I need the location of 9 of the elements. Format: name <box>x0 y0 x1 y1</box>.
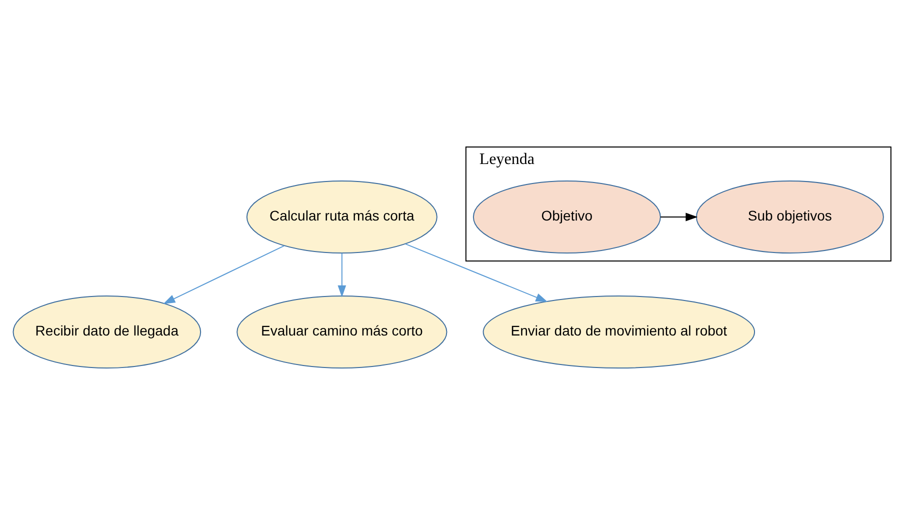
node-ellipse: Enviar dato de movimiento al robot <box>482 295 756 368</box>
node-ellipse: Evaluar camino más corto <box>236 295 448 368</box>
node-ellipse: Objetivo <box>472 180 661 253</box>
arrow <box>338 252 346 297</box>
node-ellipse: Calcular ruta más corta <box>246 180 438 253</box>
arrow <box>404 242 548 302</box>
arrow <box>163 244 285 304</box>
node-ellipse: Sub objetivos <box>696 180 884 253</box>
arrow <box>660 212 698 221</box>
